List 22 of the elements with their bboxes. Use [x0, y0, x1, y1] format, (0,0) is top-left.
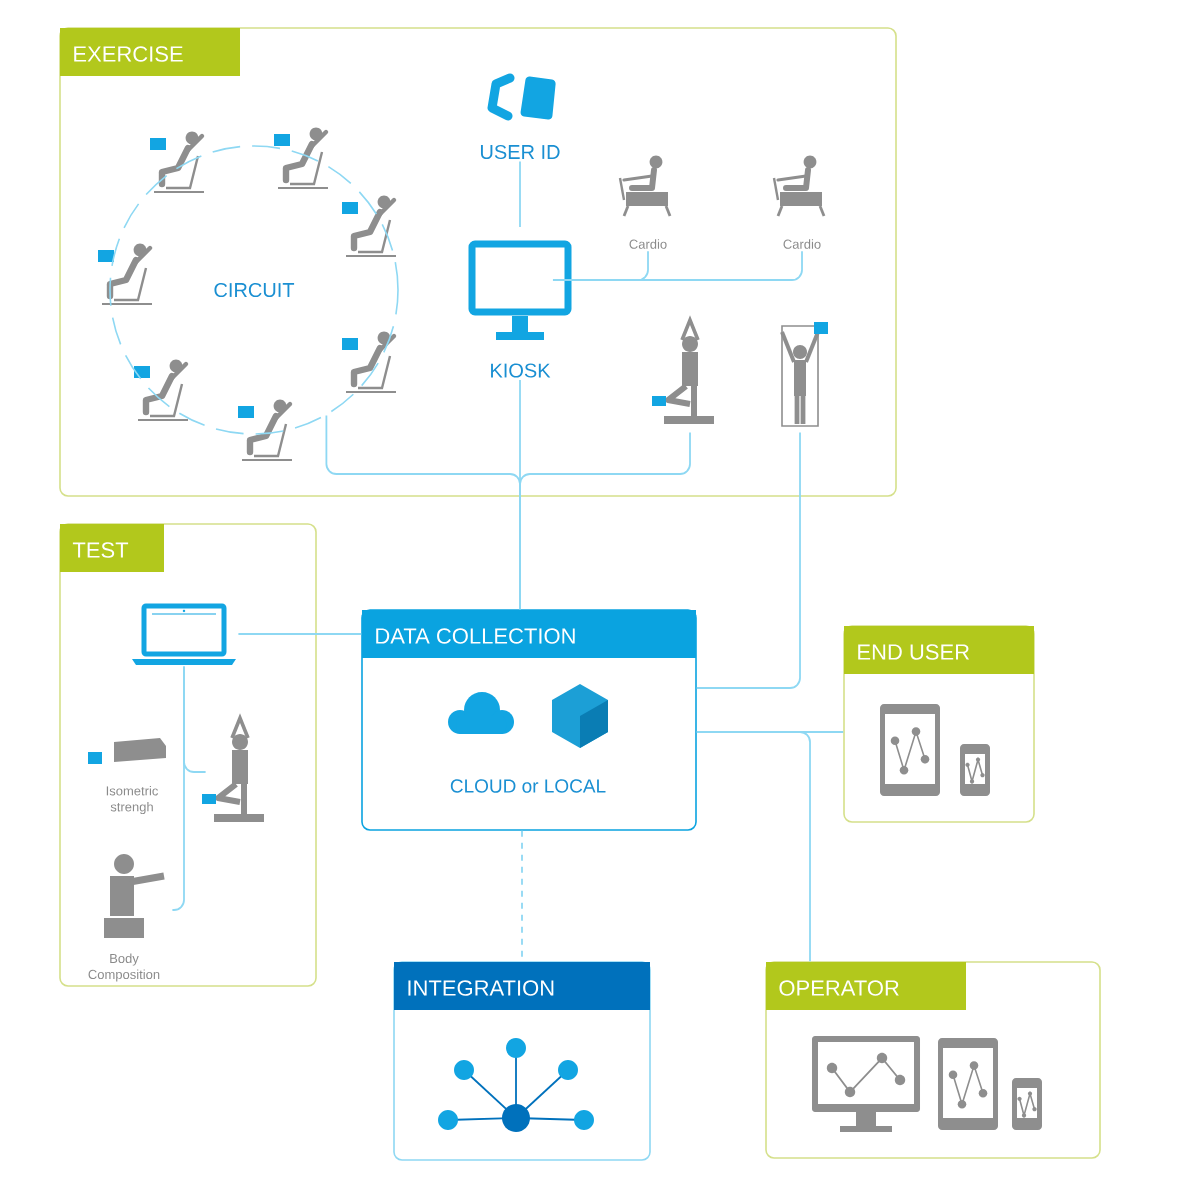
balance-trainer-drawing — [652, 315, 714, 424]
circuit-ring: CIRCUIT — [109, 145, 399, 435]
balance-trainer-drawing — [202, 713, 264, 822]
laptop-drawing — [132, 603, 236, 665]
header-tab: DATA COLLECTION — [362, 610, 696, 658]
label: CLOUD or LOCAL — [450, 779, 606, 793]
connector — [519, 431, 691, 611]
connector — [695, 731, 811, 963]
label: USER ID — [481, 144, 560, 160]
label: KIOSK — [491, 363, 551, 378]
wall-trainer-drawing — [780, 322, 828, 427]
connector — [237, 633, 363, 635]
header-tab: TEST — [60, 524, 164, 572]
header-tab: INTEGRATION — [394, 962, 650, 1010]
header-tab: END USER — [844, 626, 1034, 674]
connector — [521, 829, 523, 963]
connector — [171, 665, 185, 911]
header-tab: OPERATOR — [766, 962, 966, 1010]
connector — [552, 250, 803, 281]
header-tab: EXERCISE — [60, 28, 240, 76]
connector — [695, 431, 801, 689]
connector — [519, 160, 521, 228]
